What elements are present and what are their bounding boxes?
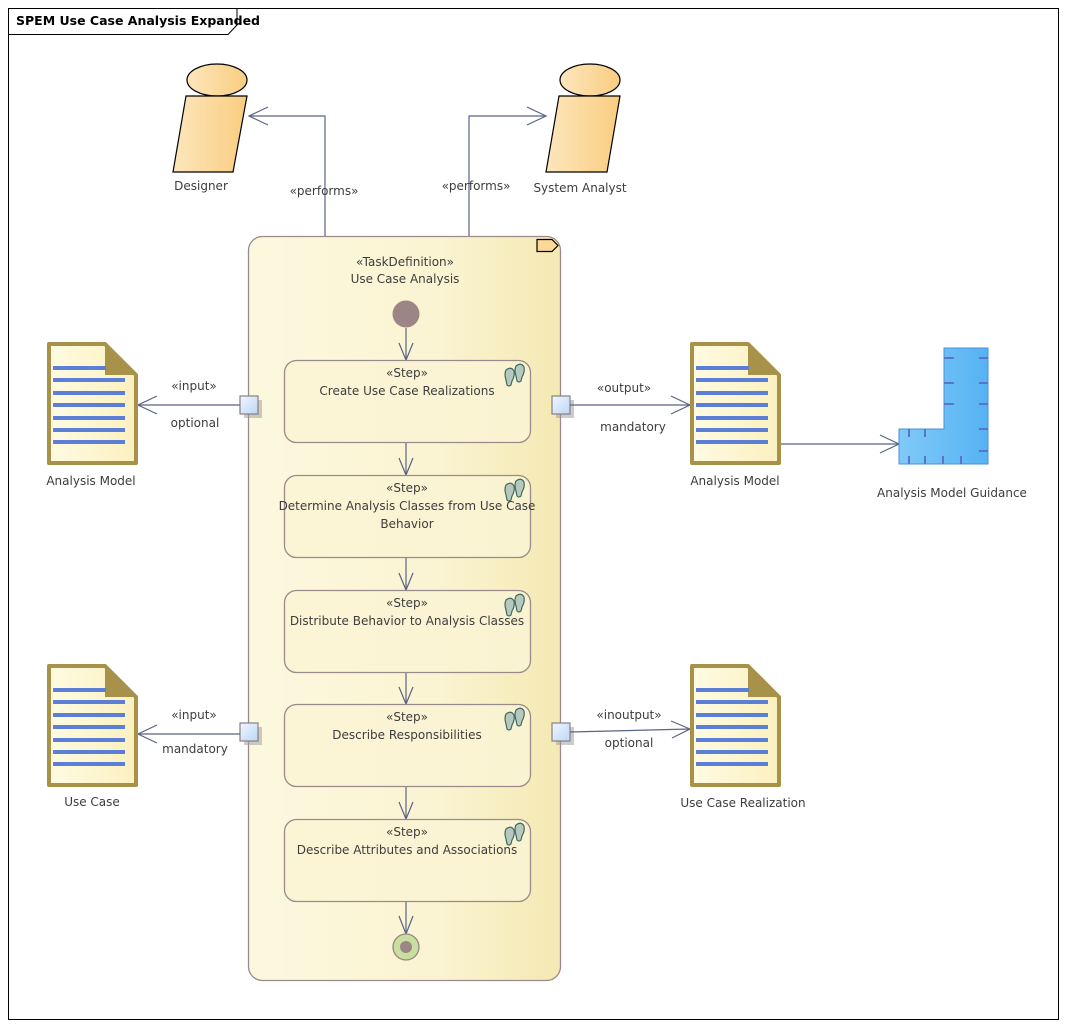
footprints-icon [504,822,525,846]
step-stereotype: «Step» [386,710,428,724]
work-product-analysis-model-input[interactable] [47,342,138,465]
connector-multiplicity: optional [605,736,654,750]
document-icon [690,664,781,787]
step-name: Distribute Behavior to Analysis Classes [290,614,524,628]
step-name: Create Use Case Realizations [319,384,494,398]
diagram-title: SPEM Use Case Analysis Expanded [16,13,260,28]
step-name: Describe Responsibilities [332,728,481,742]
step-name: Determine Analysis Classes from Use Case [279,499,536,513]
performs-connector-designer[interactable]: «performs» [247,106,359,236]
connector-stereotype: «input» [171,708,217,722]
work-product-name: Analysis Model [690,474,779,488]
connector-stereotype: «input» [171,379,217,393]
document-icon [690,342,781,465]
performs-label: «performs» [290,184,359,198]
work-product-use-case[interactable] [47,664,138,787]
work-product-name: Use Case [64,795,120,809]
step-name: Behavior [380,517,433,531]
connector-stereotype: «inoutput» [596,708,661,722]
step-node[interactable]: «Step» Determine Analysis Classes from Us… [279,474,536,559]
performs-label: «performs» [442,179,511,193]
step-node[interactable]: «Step» Create Use Case Realizations [283,359,532,444]
guidance-analysis-model[interactable]: Analysis Model Guidance [877,347,1027,500]
step-stereotype: «Step» [386,481,428,495]
role-designer[interactable]: Designer [172,63,248,193]
output-connector-analysis-model[interactable]: «output» mandatory [570,381,692,434]
footprints-icon [504,707,525,731]
footprints-icon [504,363,525,387]
connector-stereotype: «output» [597,381,651,395]
role-icon [172,63,248,173]
input-connector-use-case[interactable]: «input» mandatory [136,708,240,756]
work-product-name: Use Case Realization [680,796,805,810]
task-stereotype: «TaskDefinition» [356,255,454,269]
footprints-icon [504,478,525,502]
footprints-icon [504,593,525,617]
task-name: Use Case Analysis [351,272,460,286]
guidance-ruler-icon [898,347,989,465]
final-node [392,933,420,961]
connector-multiplicity: mandatory [600,420,666,434]
connector-multiplicity: optional [171,416,220,430]
connector-multiplicity: mandatory [162,742,228,756]
step-stereotype: «Step» [386,596,428,610]
port-input-analysis-model[interactable] [239,395,262,418]
steps: «Step»Create Use Case Realizations«Step»… [279,359,536,903]
work-product-name: Analysis Model [46,474,135,488]
work-product-analysis-model-output[interactable] [690,342,781,465]
role-system-analyst[interactable]: System Analyst [533,63,627,195]
port-input-use-case[interactable] [239,722,262,745]
step-name: Describe Attributes and Associations [297,843,518,857]
document-icon [47,664,138,787]
step-node[interactable]: «Step» Describe Attributes and Associatio… [283,818,532,903]
performs-connector-system-analyst[interactable]: «performs» [442,106,548,236]
step-node[interactable]: «Step» Distribute Behavior to Analysis Cl… [283,589,532,674]
initial-node [392,300,420,328]
role-name: Designer [174,179,228,193]
work-product-use-case-realization[interactable] [690,664,781,787]
guidance-name: Analysis Model Guidance [877,486,1027,500]
document-icon [47,342,138,465]
input-connector-analysis-model[interactable]: «input» optional [136,379,240,430]
task-definition-icon [536,238,559,253]
role-name: System Analyst [533,181,626,195]
port-output-analysis-model[interactable] [551,395,574,418]
role-icon [545,63,621,173]
step-stereotype: «Step» [386,825,428,839]
step-stereotype: «Step» [386,366,428,380]
step-node[interactable]: «Step» Describe Responsibilities [283,703,532,788]
